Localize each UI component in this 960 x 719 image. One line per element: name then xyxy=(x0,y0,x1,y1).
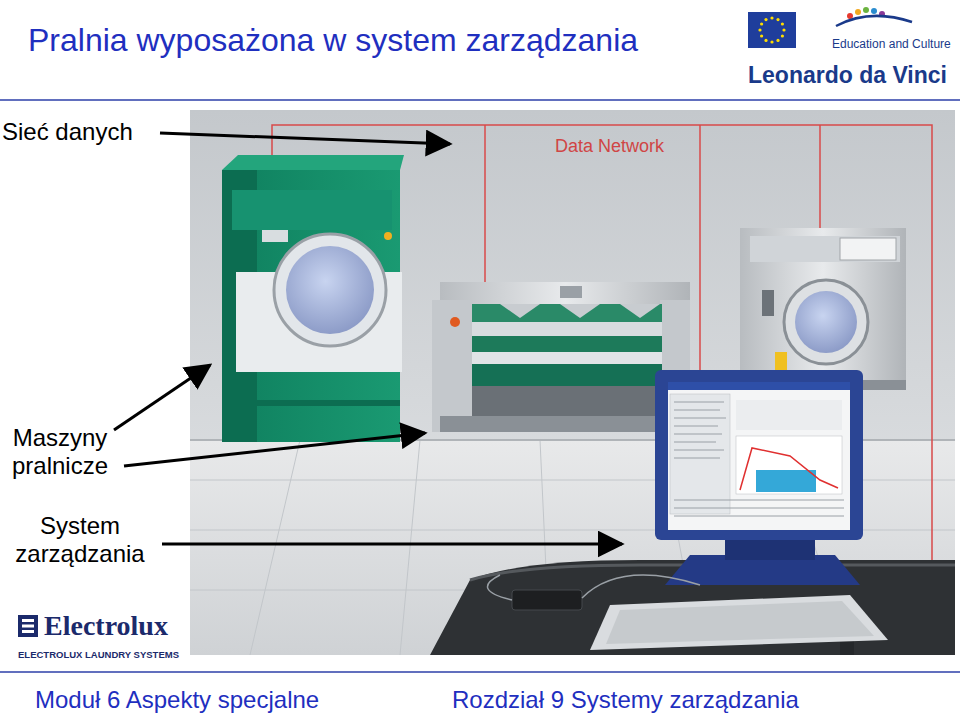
brand-subtitle: ELECTROLUX LAUNDRY SYSTEMS xyxy=(18,650,179,661)
footer-text: Moduł 6 Aspekty specjalne xyxy=(35,686,319,714)
programme-logo: Leonardo da Vinci xyxy=(748,62,947,88)
callout-label: Maszyny pralnicze xyxy=(2,424,118,479)
slide-title: Pralnia wyposażona w system zarządzania xyxy=(28,22,638,59)
callout-label: System zarządzania xyxy=(4,512,156,567)
footer-text: Rozdział 9 Systemy zarządzania xyxy=(452,686,799,714)
network-label: Data Network xyxy=(555,136,664,157)
programme-label: Education and Culture xyxy=(832,38,951,52)
brand-logo: Electrolux xyxy=(44,610,168,642)
callout-label: Sieć danych xyxy=(2,118,133,146)
